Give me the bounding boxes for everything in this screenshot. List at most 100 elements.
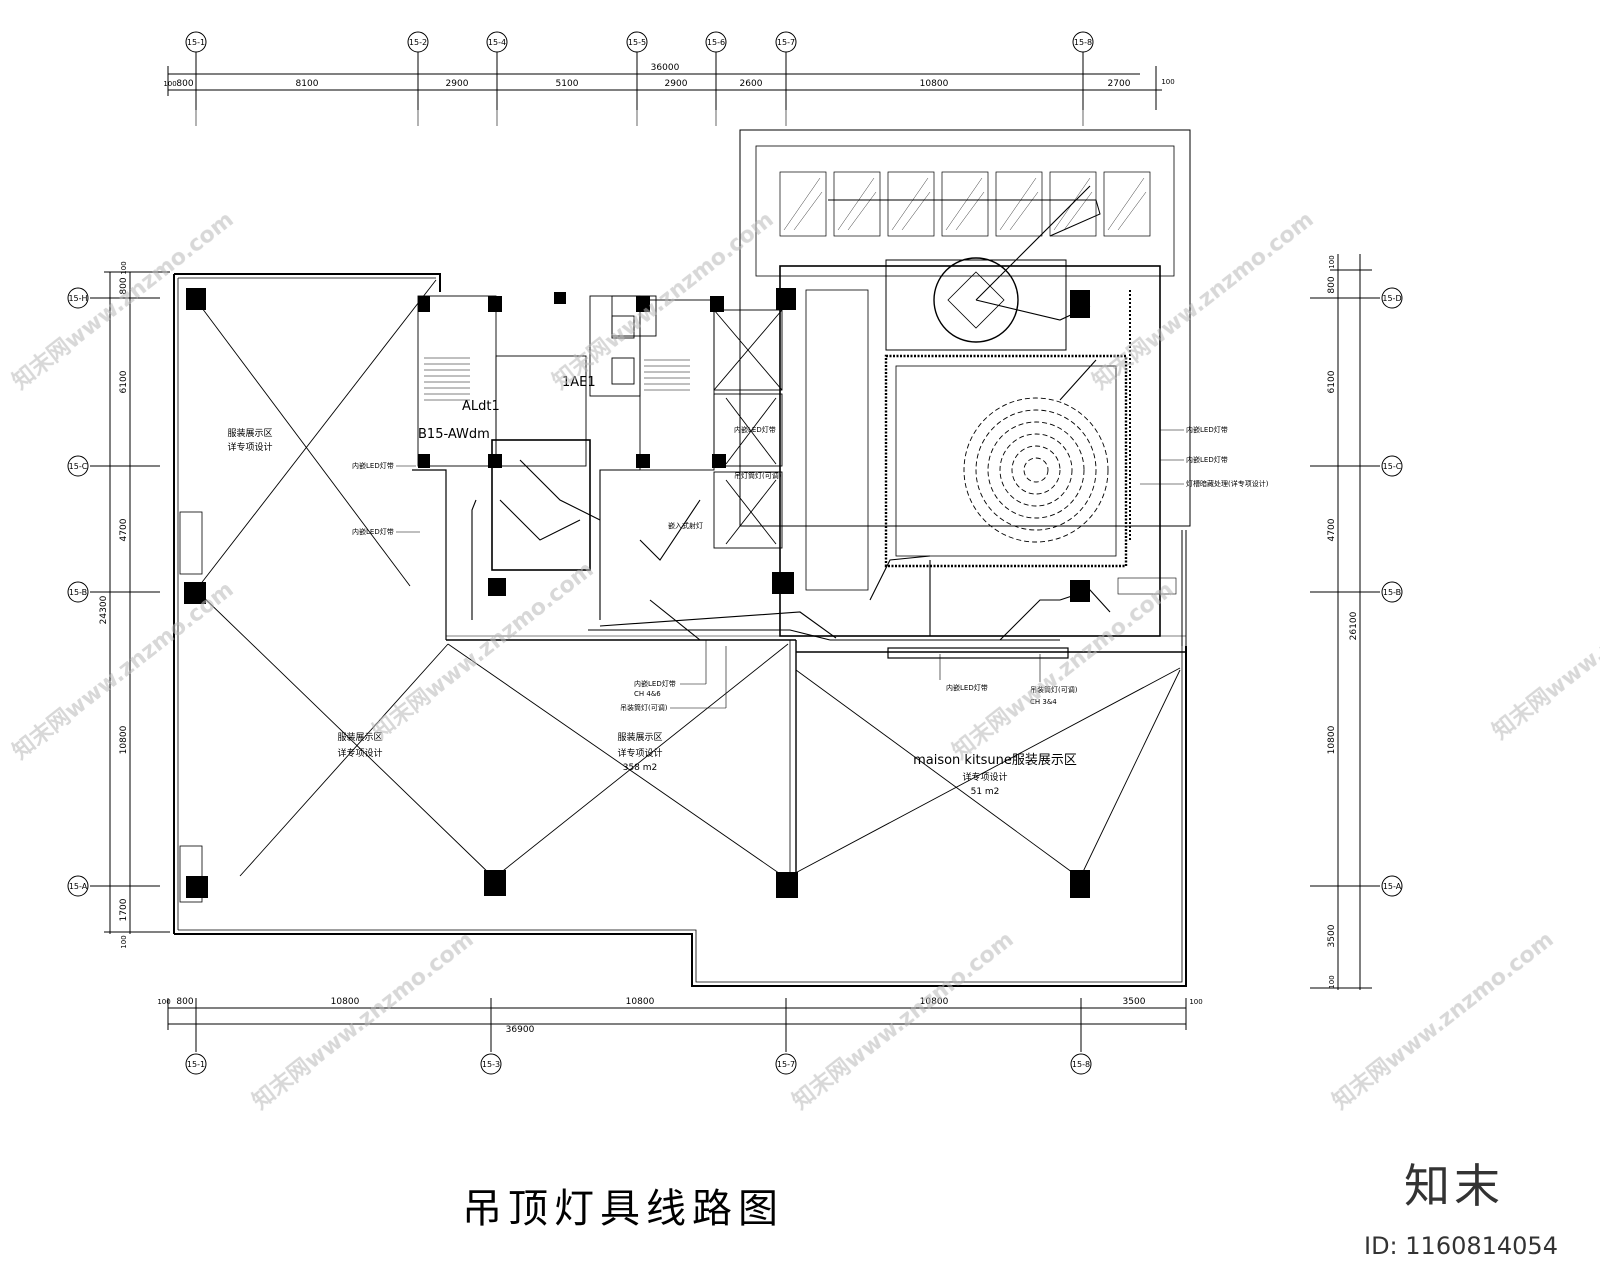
left-dim-0: 100 <box>120 261 128 274</box>
right-dim-1: 800 <box>1327 276 1337 293</box>
top-dim-1: 800 <box>176 79 193 89</box>
watermark-8: 知末网www.znzmo.com <box>248 926 479 1114</box>
left-bubble-3: 15-B <box>69 588 87 597</box>
top-dim-4: 5100 <box>556 79 579 89</box>
right-dim-6: 100 <box>1328 975 1336 988</box>
right-dim-3: 4700 <box>1327 518 1337 541</box>
bottom-bubble-1: 15-1 <box>187 1060 205 1069</box>
bottom-dim-5: 3500 <box>1123 997 1146 1007</box>
panel-awdm: B15-AWdm <box>418 427 490 442</box>
bottom-bubble-2: 15-3 <box>482 1060 500 1069</box>
zone-diagonals <box>195 279 1181 879</box>
right-dim-4: 10800 <box>1327 725 1337 754</box>
roof-louvres <box>779 171 1151 237</box>
led-left-1: 内嵌LED灯带 <box>352 461 394 470</box>
left-dim-4: 10800 <box>119 725 129 754</box>
watermark-7: 知末网www.znzmo.com <box>1488 556 1600 744</box>
left-dimension-text: 100 800 6100 4700 24300 10800 1700 100 <box>99 261 129 948</box>
mid-ch: CH 4&6 <box>634 690 661 698</box>
left-dim-6: 100 <box>120 935 128 948</box>
zone-bottom-mid-area: 358 m2 <box>623 763 658 773</box>
top-dim-3: 2900 <box>446 79 469 89</box>
zone-bottom-right-area: 51 m2 <box>971 787 1000 797</box>
label-leaders <box>396 429 1184 709</box>
bottom-dim-2: 10800 <box>331 997 360 1007</box>
bottom-dim-0: 100 <box>157 998 170 1006</box>
left-bubble-4: 15-A <box>69 882 88 891</box>
left-bubble-1: 15-H <box>68 294 87 303</box>
columns <box>184 288 1090 898</box>
top-dim-7: 10800 <box>920 79 949 89</box>
right-note: 灯槽暗藏处理(详专项设计) <box>1186 479 1269 488</box>
top-total-dim: 36000 <box>651 63 680 73</box>
feature-ceiling <box>779 257 1177 659</box>
right-led-2: 内嵌LED灯带 <box>1186 455 1228 464</box>
top-bubble-6: 15-7 <box>777 38 795 47</box>
bottom-dim-4: 10800 <box>920 997 949 1007</box>
left-dim-3: 4700 <box>119 518 129 541</box>
watermark-6: 知末网www.znzmo.com <box>948 576 1179 764</box>
top-dimension-chain <box>167 52 1162 110</box>
circuit-wiring <box>471 185 1111 641</box>
top-dimension-text: 36000 100 800 8100 2900 5100 2900 2600 1… <box>163 63 1174 89</box>
top-dim-2: 8100 <box>296 79 319 89</box>
right-dim-0: 100 <box>1328 255 1336 268</box>
top-dim-6: 2600 <box>740 79 763 89</box>
top-dim-8: 2700 <box>1108 79 1131 89</box>
top-bubble-1: 15-1 <box>187 38 205 47</box>
right-total-dim: 26100 <box>1349 611 1359 640</box>
building-outline <box>173 129 1191 987</box>
left-dimension-chain <box>90 271 170 934</box>
bottom-dim-6: 100 <box>1189 998 1202 1006</box>
watermark-10: 知末网www.znzmo.com <box>1328 926 1559 1114</box>
bot-ch: CH 3&4 <box>1030 698 1057 706</box>
led-left-2: 内嵌LED灯带 <box>352 527 394 536</box>
top-grid-bubbles: 15-1 15-2 15-4 15-5 15-6 15-7 15-8 <box>185 31 1094 53</box>
lamp-core: 吊灯筒灯(可调) <box>734 471 782 480</box>
mid-led: 内嵌LED灯带 <box>634 679 676 688</box>
core-rooms <box>417 295 783 571</box>
left-dim-1: 800 <box>119 277 129 294</box>
plan-labels: 服装展示区 详专项设计 服装展示区 详专项设计 服装展示区 详专项设计 358 … <box>227 375 1268 797</box>
zone-top-left-note: 详专项设计 <box>227 441 272 453</box>
bottom-grid-bubbles: 15-1 15-3 15-7 15-8 <box>185 1053 1092 1075</box>
watermark-3: 知末网www.znzmo.com <box>1088 206 1319 394</box>
right-dim-2: 6100 <box>1327 370 1337 393</box>
bot-led: 内嵌LED灯带 <box>946 683 988 692</box>
right-bubble-4: 15-A <box>1383 882 1402 891</box>
panel-aldt1: ALdt1 <box>462 399 500 414</box>
right-dimension-text: 100 800 6100 4700 26100 10800 3500 100 <box>1327 255 1359 988</box>
left-total-dim: 24300 <box>99 595 109 624</box>
mid-lamp: 吊装筒灯(可调) <box>620 703 668 712</box>
right-bubble-3: 15-B <box>1383 588 1401 597</box>
top-dim-0: 100 <box>163 80 176 88</box>
zone-top-left-name: 服装展示区 <box>227 427 272 439</box>
site-watermark: 知末网www.znzmo.com 知末网www.znzmo.com 知末网www… <box>8 206 1600 1114</box>
panel-ae1: 1AE1 <box>562 375 596 390</box>
brand-logo: 知末 <box>1404 1159 1504 1213</box>
top-bubble-3: 15-4 <box>488 38 506 47</box>
top-dim-5: 2900 <box>665 79 688 89</box>
top-bubble-2: 15-2 <box>409 38 427 47</box>
top-bubble-4: 15-5 <box>628 38 646 47</box>
top-bubble-7: 15-8 <box>1074 38 1092 47</box>
bottom-bubble-4: 15-8 <box>1072 1060 1090 1069</box>
watermark-9: 知末网www.znzmo.com <box>788 926 1019 1114</box>
drawing-title: 吊顶灯具线路图 <box>462 1186 784 1232</box>
grid-axes <box>195 110 1084 126</box>
image-id: ID: 1160814054 <box>1364 1232 1558 1260</box>
right-dimension-chain <box>1310 254 1380 990</box>
zone-bottom-mid-note: 详专项设计 <box>617 747 662 759</box>
left-grid-bubbles: 15-H 15-C 15-B 15-A <box>67 287 89 897</box>
zone-bottom-left-note: 详专项设计 <box>337 747 382 759</box>
bottom-total-dim: 36900 <box>506 1025 535 1035</box>
bottom-dim-1: 800 <box>176 997 193 1007</box>
right-bubble-1: 15-D <box>1382 294 1401 303</box>
right-grid-bubbles: 15-D 15-C 15-B 15-A <box>1381 287 1403 897</box>
top-dim-9: 100 <box>1161 78 1174 86</box>
right-led-1: 内嵌LED灯带 <box>1186 425 1228 434</box>
bottom-dimension-chain <box>167 998 1187 1052</box>
bottom-dim-3: 10800 <box>626 997 655 1007</box>
left-dim-5: 1700 <box>119 898 129 921</box>
